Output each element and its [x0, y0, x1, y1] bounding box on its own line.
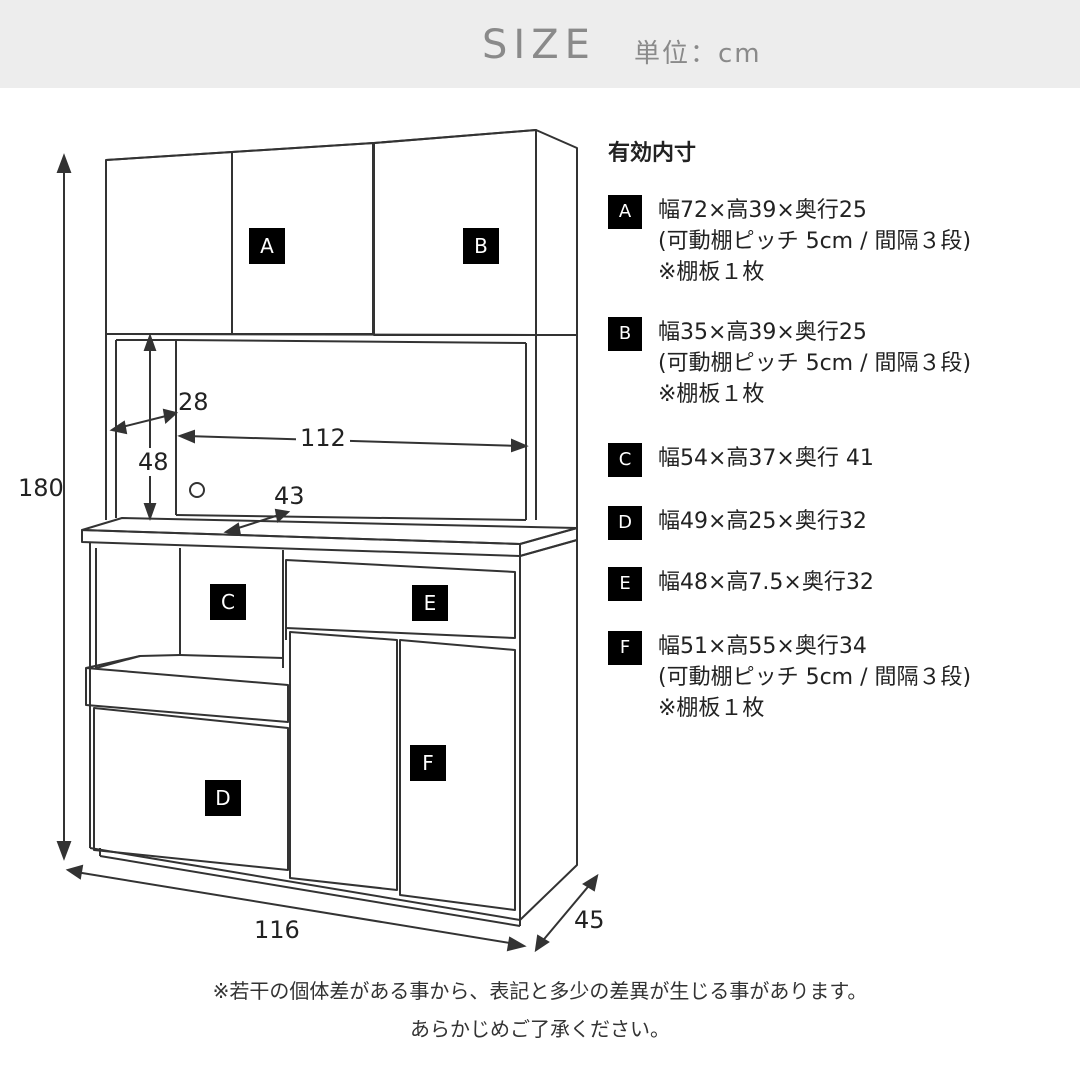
spec-b-line-1: 幅35×高39×奥行25: [658, 320, 867, 345]
size-title: SIZE: [482, 22, 596, 68]
compartment-label-e: E: [412, 585, 448, 621]
lower-cabinet: [85, 539, 578, 927]
dimension-total-height: 180: [18, 474, 64, 502]
spec-e-line-1: 幅48×高7.5×奥行32: [658, 570, 874, 595]
open-hutch: [105, 334, 578, 528]
compartment-label-a: A: [249, 228, 285, 264]
compartment-label-c: C: [210, 584, 246, 620]
spec-badge-a: A: [608, 195, 642, 229]
spec-badge-d: D: [608, 506, 642, 540]
lower-cabinet-side: [519, 539, 578, 921]
spec-badge-e: E: [608, 567, 642, 601]
door-d: [93, 707, 289, 871]
spec-b-line-2: (可動棚ピッチ 5cm / 間隔３段): [658, 351, 972, 376]
dimension-depth: 45: [574, 906, 605, 934]
spec-badge-f: F: [608, 631, 642, 665]
dimension-opening-width: 112: [296, 424, 350, 452]
compartment-label-f: F: [410, 745, 446, 781]
spec-a-line-3: ※棚板１枚: [658, 260, 765, 285]
door-f-left: [289, 631, 398, 891]
dimension-counter-inner-depth: 43: [274, 482, 305, 510]
drawer-e: [285, 559, 516, 639]
compartment-label-b: B: [463, 228, 499, 264]
spec-c-line-1: 幅54×高37×奥行 41: [658, 446, 874, 471]
counter-top: [81, 517, 578, 557]
spec-f-line-2: (可動棚ピッチ 5cm / 間隔３段): [658, 665, 972, 690]
upper-cabinet: [105, 129, 578, 336]
spec-f-line-3: ※棚板１枚: [658, 696, 765, 721]
door-b: [373, 129, 537, 336]
door-a-left: [105, 151, 233, 335]
specs-heading: 有効内寸: [608, 141, 697, 166]
spec-b-line-3: ※棚板１枚: [658, 382, 765, 407]
dimension-counter-depth: 28: [178, 388, 209, 416]
spec-d-line-1: 幅49×高25×奥行32: [658, 509, 867, 534]
spec-f-line-1: 幅51×高55×奥行34: [658, 634, 867, 659]
dimension-opening-height: 48: [134, 448, 173, 476]
compartment-label-d: D: [205, 780, 241, 816]
spec-badge-c: C: [608, 443, 642, 477]
door-f-right: [399, 639, 516, 911]
spec-a-line-1: 幅72×高39×奥行25: [658, 198, 867, 223]
dimension-total-width: 116: [254, 916, 300, 944]
spec-a-line-2: (可動棚ピッチ 5cm / 間隔３段): [658, 229, 972, 254]
upper-cabinet-side: [535, 129, 578, 336]
power-outlet: [189, 482, 205, 498]
footer-note-line-1: ※若干の個体差がある事から、表記と多少の差異が生じる事があります。: [212, 979, 868, 1003]
slide-shelf: [85, 667, 289, 723]
header-bar: SIZE 単位：cm: [0, 0, 1080, 88]
spec-badge-b: B: [608, 317, 642, 351]
footer-note-line-2: あらかじめご了承ください。: [410, 1017, 670, 1041]
unit-label: 単位：cm: [634, 39, 762, 69]
